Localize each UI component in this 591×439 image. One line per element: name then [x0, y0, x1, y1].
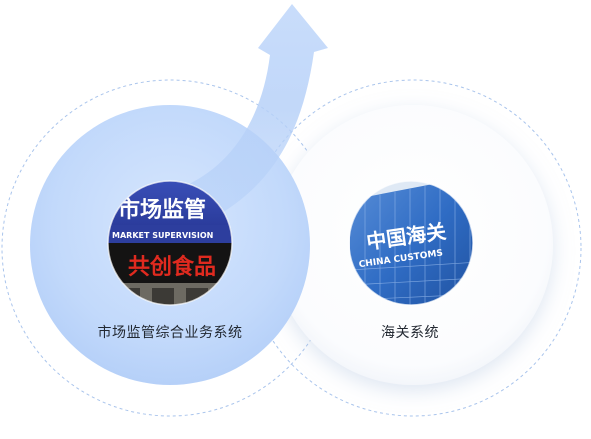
right-photo-rim	[348, 180, 474, 306]
sign-subtitle: MARKET SUPERVISION	[112, 231, 213, 240]
customs-label: 海关系统	[381, 325, 439, 341]
sign-title: 市场监管	[118, 197, 206, 223]
up-arrow-icon	[175, 4, 328, 232]
china-customs-photo: 中国海关 CHINA CUSTOMS	[349, 181, 473, 305]
market-supervision-label: 市场监管综合业务系统	[97, 325, 243, 341]
right-dashed-ring	[244, 79, 582, 417]
left-photo-rim	[107, 180, 233, 306]
led-text: 共创食品	[128, 254, 216, 280]
